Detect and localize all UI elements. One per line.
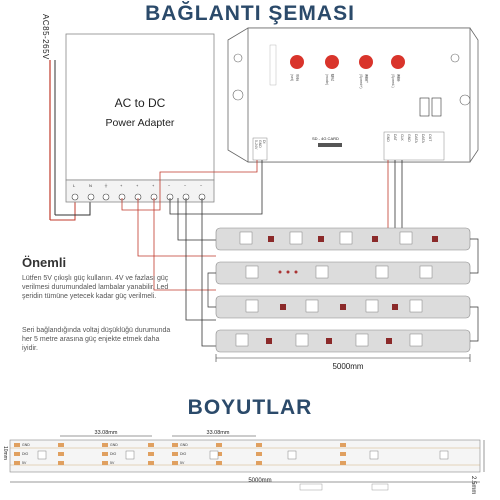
pin-label: DIO bbox=[22, 452, 29, 456]
terminal-label: + bbox=[152, 183, 155, 188]
total-length-label: 5000mm bbox=[248, 478, 272, 484]
speed-up-button bbox=[359, 55, 373, 69]
input-pin-label: GND bbox=[258, 140, 262, 148]
output-pin-label: CLK bbox=[400, 134, 404, 141]
ac-input-label: AC85-265V bbox=[41, 14, 50, 60]
strip-end-cap bbox=[299, 483, 323, 491]
terminal-label: L bbox=[73, 183, 76, 188]
led-strip-2 bbox=[215, 261, 471, 285]
sd-card-slot bbox=[318, 143, 342, 147]
terminal-label: + bbox=[120, 183, 123, 188]
pin-label: DIO bbox=[180, 452, 187, 456]
terminal-label: − bbox=[200, 183, 203, 188]
input-pin-label: DI bbox=[262, 140, 266, 144]
set-button bbox=[290, 55, 304, 69]
important-note-1: Lütfen 5V çıkışlı güç kullanın. 4V ve fa… bbox=[22, 275, 169, 300]
ground-icon: ⏚ bbox=[104, 183, 108, 188]
controller-buttons bbox=[290, 55, 405, 69]
controller-mount-hole bbox=[459, 94, 471, 106]
set-button-label: (set) bbox=[290, 74, 294, 81]
controller-output-pins bbox=[383, 131, 445, 161]
important-note-2: Seri bağlandığında voltaj düşüklüğü duru… bbox=[22, 327, 171, 352]
controller-mount-hole bbox=[232, 89, 244, 101]
terminal-label: N bbox=[89, 183, 92, 188]
pin-label: GND bbox=[180, 443, 188, 447]
strip-end-cap bbox=[371, 483, 389, 491]
dimension-strip bbox=[9, 439, 481, 473]
strip-length-label: 5000mm bbox=[332, 362, 364, 371]
controller-mount-hole bbox=[450, 53, 460, 63]
output-pin-label: DATA bbox=[414, 134, 418, 143]
diagram-title: BAĞLANTI ŞEMASI bbox=[145, 2, 355, 25]
output-pin-label: DATA bbox=[421, 134, 425, 143]
controller-label-panel bbox=[269, 44, 277, 86]
adapter-title: AC to DC bbox=[114, 96, 166, 110]
important-heading: Önemli bbox=[22, 255, 67, 270]
segment-length-label: 33.08mm bbox=[94, 430, 118, 436]
speed-down-button bbox=[391, 55, 405, 69]
pin-label: GND bbox=[110, 443, 118, 447]
pin-label: GND bbox=[22, 443, 30, 447]
sd-card-label: SD - 4G CARD bbox=[312, 136, 339, 141]
output-pin-label: OUT bbox=[428, 134, 432, 142]
output-pin-label: GND bbox=[407, 134, 411, 142]
pin-label: DIO bbox=[110, 452, 117, 456]
led-strip-3 bbox=[215, 295, 471, 319]
output-pin-label: GND bbox=[386, 134, 390, 142]
speed-down-cn: 速度- bbox=[397, 74, 401, 83]
led-strip-1 bbox=[215, 227, 471, 251]
adapter-terminals bbox=[71, 193, 206, 201]
terminal-label: − bbox=[184, 183, 187, 188]
down-arrow-icon bbox=[431, 97, 442, 117]
mode-button bbox=[325, 55, 339, 69]
power-adapter-box bbox=[65, 33, 215, 181]
led-strip-4 bbox=[215, 329, 471, 353]
set-button-cn: 设定 bbox=[296, 74, 300, 81]
mode-button-label: (mode) bbox=[325, 74, 329, 86]
terminal-label: − bbox=[168, 183, 171, 188]
controller-mount-hole bbox=[233, 53, 243, 63]
output-pin-label: DAT bbox=[393, 134, 397, 141]
up-arrow-icon bbox=[419, 97, 430, 117]
speed-down-label: (Speed-) bbox=[391, 74, 395, 88]
mode-button-cn: 模式 bbox=[331, 74, 335, 81]
speed-up-label: (Speed+) bbox=[359, 74, 363, 89]
strip-width-label: 2.5mm bbox=[470, 476, 476, 495]
terminal-label: + bbox=[136, 183, 139, 188]
dimensions-title: BOYUTLAR bbox=[187, 396, 313, 419]
speed-up-cn: 速度+ bbox=[365, 74, 369, 84]
input-pin-label: 5-24V bbox=[254, 140, 258, 150]
strip-height-label: 10mm bbox=[2, 446, 8, 460]
segment-length-label-2: 33.08mm bbox=[206, 430, 230, 436]
controller-input-pins bbox=[252, 137, 268, 161]
pin-label: 5V bbox=[110, 461, 115, 465]
adapter-subtitle: Power Adapter bbox=[105, 117, 175, 129]
pin-label: 5V bbox=[22, 461, 27, 465]
pin-label: 5V bbox=[180, 461, 185, 465]
